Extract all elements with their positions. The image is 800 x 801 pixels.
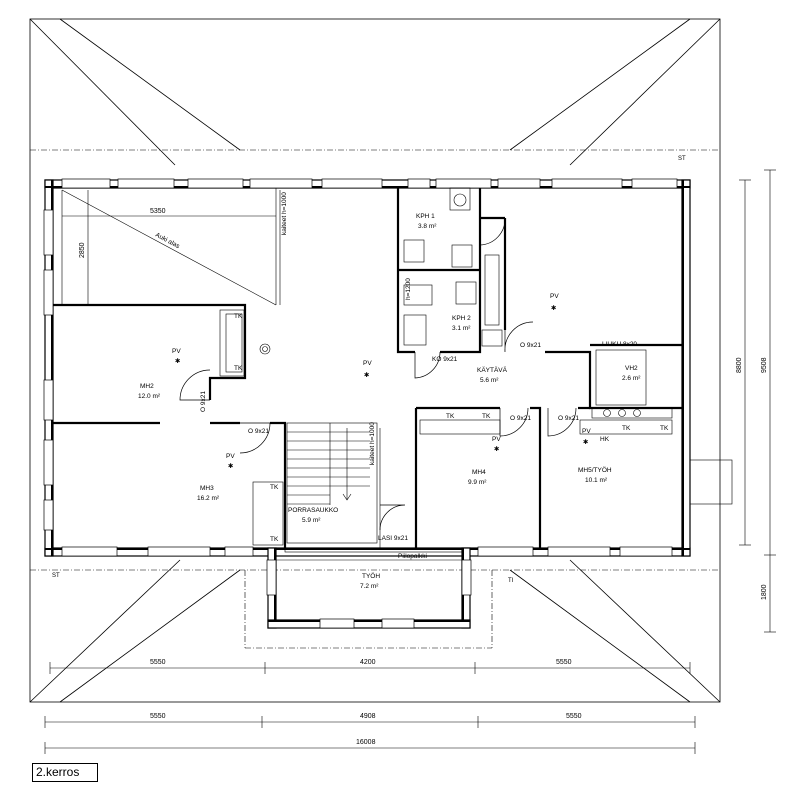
pv-mark: PV: [226, 453, 235, 460]
dim-1800: 1800: [761, 584, 768, 600]
tk-mark: TK: [270, 484, 279, 491]
dim-5550: 5550: [566, 713, 582, 720]
pv-mark: PV: [172, 348, 181, 355]
room-area-porrasaukko: 5.9 m²: [302, 517, 321, 524]
door-label-mh4: O 9x21: [510, 415, 531, 422]
dimension-lines: 5350 2850 5550 4200 5550 5550 4908 5550 …: [44, 169, 776, 754]
dim-16008: 16008: [356, 739, 376, 746]
room-area-kph2: 3.1 m²: [452, 325, 471, 332]
floor-label: 2.kerros: [32, 763, 98, 782]
svg-text:✱: ✱: [583, 439, 588, 446]
dim-5550: 5550: [150, 659, 166, 666]
dim-2850: 2850: [79, 242, 86, 258]
h1200-label: h=1200: [405, 278, 412, 300]
room-name-vh2: VH2: [625, 365, 638, 372]
room-name-tyoh: TYÖH: [362, 572, 380, 580]
interior-walls: [53, 188, 682, 553]
room-area-kaytava: 5.6 m²: [480, 377, 499, 384]
room-name-kph2: KPH 2: [452, 315, 471, 322]
dim-9508: 9508: [761, 357, 768, 373]
tk-mark: TK: [622, 425, 631, 432]
door-label-mh3: O 9x21: [248, 428, 269, 435]
roof-outline: [29, 18, 721, 703]
st-mark: ST: [52, 573, 60, 579]
tk-mark: TK: [234, 313, 243, 320]
ti-mark: TI: [508, 578, 514, 584]
staircase: [286, 422, 378, 544]
kaiteet-label: kaiteet h=1000: [281, 192, 288, 235]
room-labels: MH2 12.0 m² MH3 16.2 m² MH4 9.9 m² MH5/T…: [138, 213, 641, 590]
room-name-mh3: MH3: [200, 485, 214, 492]
room-area-mh5: 10.1 m²: [585, 477, 608, 484]
door-label-mh2: O 9x21: [200, 391, 207, 412]
dim-4908: 4908: [360, 713, 376, 720]
svg-text:✱: ✱: [551, 305, 556, 312]
room-area-vh2: 2.6 m²: [622, 375, 641, 382]
door-swings: [179, 217, 577, 531]
room-area-mh2: 12.0 m²: [138, 393, 161, 400]
door-label-ko: KO 9x21: [432, 356, 458, 363]
dim-5550: 5550: [150, 713, 166, 720]
svg-text:✱: ✱: [494, 446, 499, 453]
fixtures: [219, 187, 673, 546]
pv-mark: PV: [550, 293, 559, 300]
pv-mark: PV: [582, 428, 591, 435]
svg-text:✱: ✱: [364, 372, 369, 379]
dim-5350: 5350: [150, 208, 166, 215]
pv-mark: PV: [492, 436, 501, 443]
kaiteet-label: kaiteet h=1000: [369, 422, 376, 465]
tk-mark: TK: [660, 425, 669, 432]
dim-5550: 5550: [556, 659, 572, 666]
room-area-tyoh: 7.2 m²: [360, 583, 379, 590]
room-name-porrasaukko: PORRASAUKKO: [288, 507, 338, 514]
pv-mark: PV: [363, 360, 372, 367]
door-label-mh5: O 9x21: [558, 415, 579, 422]
outer-walls: [44, 179, 691, 629]
tk-mark: TK: [482, 413, 491, 420]
room-name-mh5: MH5/TYÖH: [578, 466, 612, 474]
open-void: [61, 189, 277, 306]
room-area-mh4: 9.9 m²: [468, 479, 487, 486]
tk-mark: TK: [270, 536, 279, 543]
door-label-liuku: LIUKU 8x20: [602, 341, 637, 348]
hk-mark: HK: [600, 436, 610, 443]
dim-4200: 4200: [360, 659, 376, 666]
room-area-kph1: 3.8 m²: [418, 223, 437, 230]
room-name-kph1: KPH 1: [416, 213, 435, 220]
svg-text:✱: ✱: [228, 463, 233, 470]
room-name-kaytava: KÄYTÄVÄ: [477, 366, 508, 374]
dim-8800: 8800: [736, 357, 743, 373]
door-label-lasi: LASI 9x21: [378, 535, 408, 542]
room-name-mh2: MH2: [140, 383, 154, 390]
room-name-mh4: MH4: [472, 469, 486, 476]
piilopalkki-label: Piilopalkki: [398, 553, 427, 560]
windows: [43, 178, 678, 629]
door-labels: O 9x21 O 9x21 O 9x21 O 9x21 O 9x21 KO 9x…: [200, 341, 637, 542]
svg-text:✱: ✱: [175, 358, 180, 365]
door-label-kaytava: O 9x21: [520, 342, 541, 349]
tk-mark: TK: [234, 365, 243, 372]
room-area-mh3: 16.2 m²: [197, 495, 220, 502]
st-mark: ST: [678, 156, 686, 162]
tk-mark: TK: [446, 413, 455, 420]
auki-alas-label: Auki alas: [154, 232, 181, 251]
